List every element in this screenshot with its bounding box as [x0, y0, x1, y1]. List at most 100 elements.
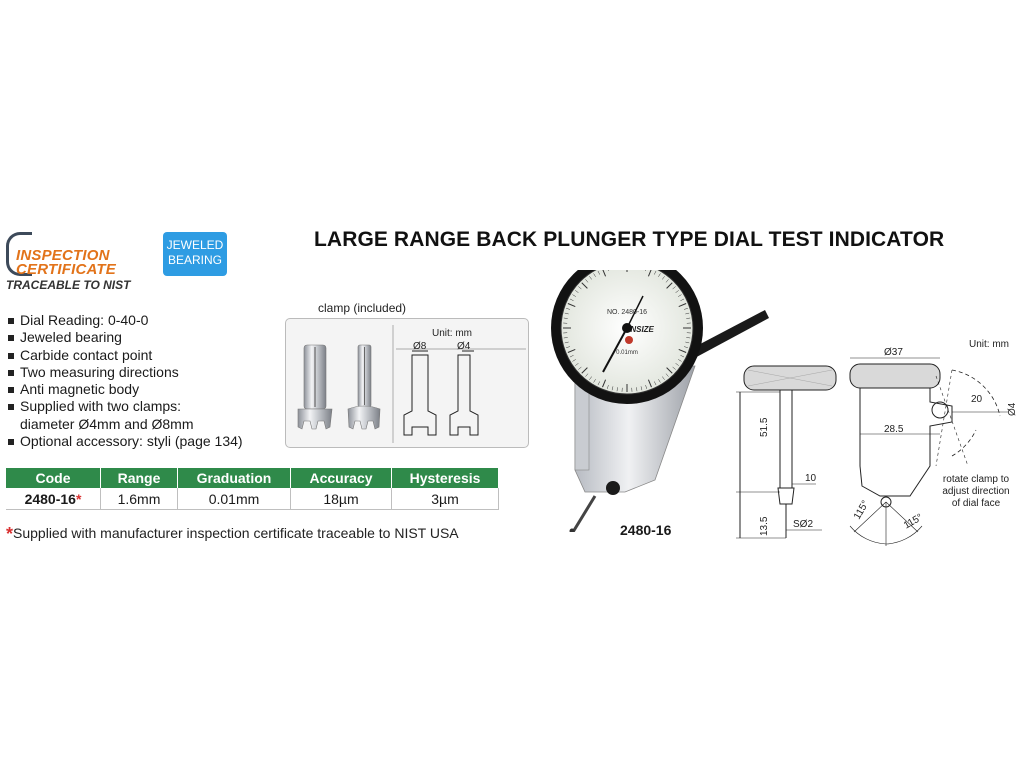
dial-tick [640, 386, 643, 391]
dial-tick [658, 379, 661, 383]
footnote-marker: * [6, 524, 14, 544]
column-header-accuracy: Accuracy [290, 468, 392, 488]
dial-tick [567, 303, 576, 308]
dial-tick [675, 363, 679, 366]
dial-tick [616, 387, 618, 392]
inspection-certificate-logo: INSPECTION CERTIFICATE [6, 232, 148, 278]
dial-tick [581, 282, 588, 289]
clamp-unit-label: Unit: mm [432, 328, 472, 339]
traceable-text: TRACEABLE TO NIST [6, 278, 131, 292]
dial-tick [585, 373, 589, 377]
dial-tick [665, 279, 669, 283]
dial-tick [678, 348, 687, 353]
bullet-icon [8, 335, 14, 342]
dial-tick [645, 384, 648, 389]
jeweled-line1: JEWELED [166, 238, 224, 252]
dim-4: Ø4 [1007, 402, 1018, 416]
dim-51-5: 51.5 [759, 417, 770, 437]
bullet-icon [8, 439, 14, 446]
dim-28-5: 28.5 [884, 424, 904, 435]
table-header-row: Code Range Graduation Accuracy Hysteresi… [6, 468, 499, 488]
cell-code: 2480-16* [6, 488, 101, 510]
dial-tick [569, 355, 574, 358]
clamp-panel [285, 318, 529, 448]
dial-tick [662, 376, 665, 380]
dial-tick [589, 276, 592, 280]
dial-tick [647, 379, 652, 388]
feature-item: Optional accessory: styli (page 134) [8, 433, 243, 450]
jeweled-bearing-badge: JEWELED BEARING [163, 232, 227, 276]
dial-tick [569, 298, 574, 301]
dial-tick [672, 366, 676, 370]
dial-tick [597, 381, 600, 386]
certificate-line1: INSPECTION [16, 247, 110, 264]
clamp-illustration [297, 325, 526, 443]
bullet-icon [8, 352, 14, 359]
dial-tick [563, 317, 568, 319]
certificate-frame [6, 232, 32, 276]
front-unit-label: Unit: mm [969, 339, 1009, 350]
dial-tick [602, 379, 607, 388]
clamp-d4-label: Ø4 [457, 341, 471, 352]
dial-tick [581, 367, 588, 374]
dial-tick [563, 337, 568, 339]
column-header-hysteresis: Hysteresis [391, 468, 499, 488]
dial-tick [566, 346, 571, 349]
feature-item: Jeweled bearing [8, 329, 243, 346]
rotate-clamp-note: rotate clamp to adjust direction of dial… [942, 474, 1010, 509]
dial-tick [680, 298, 685, 301]
dial-tick [589, 376, 592, 380]
dial-tick [686, 337, 691, 339]
dial-tick [585, 279, 589, 283]
side-dimension-drawing [736, 365, 837, 539]
dial-tick [675, 290, 679, 293]
footnote: *Supplied with manufacturer inspection c… [6, 524, 459, 545]
dial-tick [593, 273, 596, 277]
certificate-line2: CERTIFICATE [16, 261, 116, 278]
dial-tick [647, 270, 652, 277]
feature-item: Two measuring directions [8, 364, 243, 381]
dial-tick [678, 303, 687, 308]
dial-tick [593, 379, 596, 383]
dial-tick [686, 317, 691, 319]
dial-tick [683, 346, 688, 349]
spec-table: Code Range Graduation Accuracy Hysteresi… [6, 468, 499, 510]
dim-37: Ø37 [884, 347, 903, 358]
dial-tick [566, 307, 571, 310]
dial-tick [597, 270, 600, 275]
feature-item: Supplied with two clamps: [8, 398, 243, 415]
dial-tick [654, 270, 657, 275]
footnote-text: Supplied with manufacturer inspection ce… [13, 525, 459, 541]
dial-indicator-photo: NO. 2480-16 0.01mm INSIZE [551, 270, 769, 532]
bullet-icon [8, 387, 14, 394]
dial-tick [602, 270, 607, 277]
dial-tick [665, 373, 669, 377]
dial-tick [683, 307, 688, 310]
feature-list: Dial Reading: 0-40-0 Jeweled bearing Car… [8, 312, 243, 450]
column-header-graduation: Graduation [177, 468, 291, 488]
clamp-title: clamp (included) [318, 301, 407, 315]
dial-tick [685, 312, 690, 315]
dial-model-text: NO. 2480-16 [607, 309, 647, 316]
cell-graduation: 0.01mm [177, 488, 291, 510]
dial-tick [666, 282, 673, 289]
dial-tick [685, 341, 690, 344]
dial-brand-text: INSIZE [628, 325, 654, 334]
dial-tick [672, 286, 676, 290]
clamp-4mm-photo [347, 344, 381, 430]
dial-ticks [563, 270, 691, 392]
front-dimension-drawing [849, 357, 1008, 546]
dial-tick [572, 359, 576, 362]
bullet-icon [8, 369, 14, 376]
dial-tick [666, 367, 673, 374]
cell-accuracy: 18µm [290, 488, 392, 510]
dial-tick [645, 270, 647, 272]
dim-s02: SØ2 [793, 519, 814, 530]
dial-tick [662, 276, 665, 280]
column-header-code: Code [6, 468, 101, 488]
dial-tick [607, 270, 609, 272]
dial-tick [606, 384, 609, 389]
dial-tick [575, 363, 579, 366]
feature-item: Dial Reading: 0-40-0 [8, 312, 243, 329]
feature-item: Anti magnetic body [8, 381, 243, 398]
